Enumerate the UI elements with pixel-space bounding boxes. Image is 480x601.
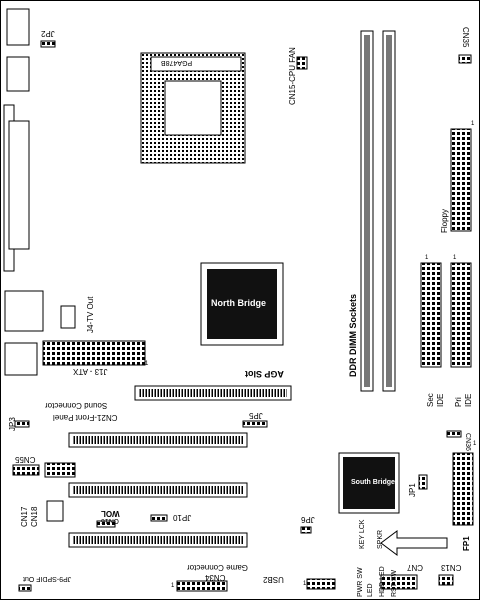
sec-ide-label-1: Sec <box>426 393 435 407</box>
game-connector-label: Game Connector <box>187 563 248 572</box>
jp1-label: JP1 <box>408 483 417 497</box>
cn55-connector <box>12 464 40 476</box>
fp1-header <box>452 452 474 526</box>
io-port-top <box>6 8 30 46</box>
pri-ide-label-2: IDE <box>464 393 473 407</box>
cn34-label: CN34 <box>205 573 226 582</box>
agp-label: AGP Slot <box>245 369 284 379</box>
dimm-sockets <box>360 30 396 392</box>
pci-slots <box>68 432 248 548</box>
jp1-jumper <box>418 474 428 490</box>
atx-label: J13 - ATX <box>73 367 108 376</box>
jp9-label: JP9-SPDIF Out <box>23 575 72 582</box>
usb2-connector <box>306 578 336 590</box>
pin1-usb2: 1 <box>303 581 307 587</box>
jp5-label: JP5 <box>249 411 263 420</box>
north-bridge-chip <box>200 262 284 346</box>
io-port-usb <box>6 56 30 92</box>
cn17-label: CN17 <box>20 506 29 527</box>
jp10-label: JP10 <box>173 513 192 522</box>
primary-ide-connector <box>450 262 472 368</box>
jp3-label: JP3 <box>8 417 17 431</box>
io-port-lan <box>4 290 44 332</box>
jp10-jumper <box>150 514 168 522</box>
sec-ide-label-2: IDE <box>436 393 445 407</box>
north-bridge-label: North Bridge <box>211 298 266 308</box>
jp9-connector <box>18 584 32 592</box>
fp1-label: FP1 <box>462 536 471 551</box>
cpu-socket <box>140 52 246 164</box>
fp-pin-header <box>380 574 418 590</box>
key-lck-label: KEY LCK <box>359 519 366 549</box>
cn7-label: CN7 <box>407 563 424 572</box>
front-panel-label: CN21-Front Panel <box>53 413 118 422</box>
cn36-label: CN36 <box>464 433 471 451</box>
pin1-floppy: 1 <box>471 121 475 127</box>
floppy-connector <box>450 128 472 232</box>
secondary-ide-connector <box>420 262 442 368</box>
pin1-game: 1 <box>171 583 175 589</box>
pwr-led-label: LED <box>367 583 374 597</box>
pri-ide-label-1: Pri <box>454 397 463 407</box>
pin1-atx: 1 <box>145 361 149 367</box>
pin1-fp1: 1 <box>473 441 477 447</box>
sound-connector-label: Sound Connector <box>45 401 108 410</box>
cpu-fan-label: CN15-CPU FAN <box>288 47 297 105</box>
wol-label: WOL <box>101 509 120 518</box>
arrow-icon <box>380 530 448 556</box>
atx-power-connector <box>42 340 146 366</box>
south-bridge-label: South Bridge <box>351 479 395 486</box>
wol-connector <box>96 520 116 528</box>
south-bridge-chip <box>338 452 400 514</box>
pin1-sec-ide: 1 <box>425 255 429 261</box>
jp3-jumper <box>14 420 30 428</box>
game-connector <box>176 580 228 592</box>
pin1-pri-ide: 1 <box>453 255 457 261</box>
cn13-label: CN13 <box>441 563 462 572</box>
cn36-connector <box>446 430 462 438</box>
hdd-led-label: HDD LED <box>379 566 386 597</box>
jp5-jumper <box>242 420 268 428</box>
jp6-jumper <box>300 526 312 534</box>
cn13-connector <box>438 574 454 586</box>
jp2-label: JP2 <box>41 29 55 38</box>
cpu-fan-connector <box>296 56 308 70</box>
floppy-label: Floppy <box>440 208 449 233</box>
parallel-port <box>8 120 30 250</box>
cn18-connector <box>46 500 64 522</box>
rst-sw-label: RST SW <box>391 569 398 597</box>
cpu-socket-label: PGA478B <box>161 59 193 66</box>
io-ports <box>3 8 44 376</box>
cn35-label: CN35 <box>461 27 470 48</box>
jp2-jumper <box>40 40 56 48</box>
ddr-dimm-label: DDR DIMM Sockets <box>348 293 358 377</box>
tv-out-label: J4-TV Out <box>86 296 95 333</box>
cn35-connector <box>458 54 472 64</box>
spkr-label: SPKR <box>377 529 384 549</box>
usb2-label: USB2 <box>263 575 284 584</box>
pwr-sw-label: PWR SW <box>357 567 364 597</box>
tv-out-connector <box>60 305 76 329</box>
front-panel-connector <box>44 462 76 478</box>
cn18-label: CN18 <box>30 506 39 527</box>
cn16-label: CN16 <box>101 517 119 524</box>
jp6-label: JP6 <box>301 515 315 524</box>
io-port-audio <box>4 342 38 376</box>
agp-slot <box>134 385 292 401</box>
cn55-label: CN55 <box>15 455 36 464</box>
